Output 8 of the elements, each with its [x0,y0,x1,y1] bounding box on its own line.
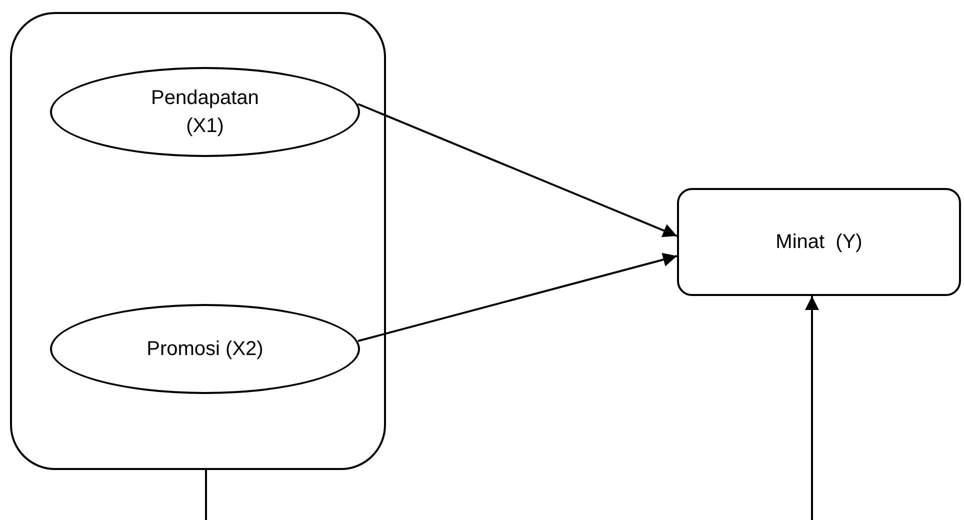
rounded-box [677,188,961,296]
group-box [10,12,386,470]
node-label: Minat (Y) [776,230,862,255]
arrow [205,296,819,520]
arrow [358,103,678,238]
arrow [358,252,678,342]
node-label: Pendapatan (X1) [150,86,260,139]
node-label: Promosi (X2) [146,337,264,362]
